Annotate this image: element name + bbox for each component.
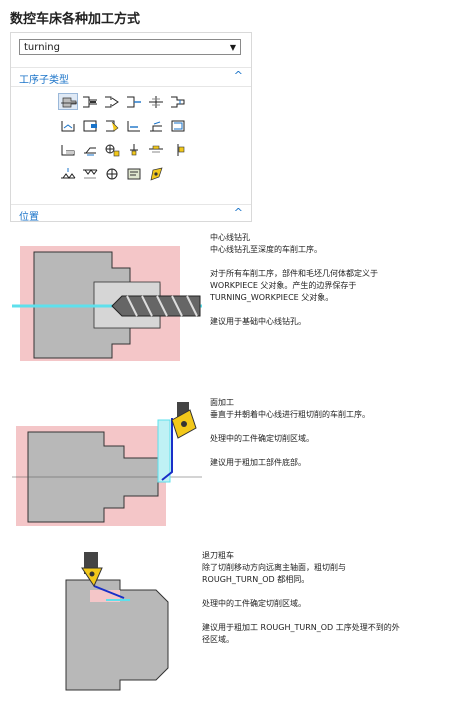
entry-body: 中心线钻孔至深度的车削工序。 对于所有车削工序，部件和毛坯几何体都定义于 WORK… xyxy=(210,244,450,328)
entry-line: 垂直于并朝着中心线进行粗切削的车削工序。 xyxy=(210,410,370,419)
entry-line: 除了切削移动方向远离主轴面，粗切削与 xyxy=(202,563,346,572)
chevron-up-icon[interactable]: ^ xyxy=(233,206,243,219)
entry-line xyxy=(210,445,450,457)
operation-panel: turning ▼ 工序子类型 ^ 位置 ^ xyxy=(10,32,252,223)
rough-back-turn-icon[interactable] xyxy=(102,117,122,134)
subtype-dropdown-value: turning xyxy=(24,42,60,53)
finish-turn-od-icon[interactable] xyxy=(168,117,188,134)
entry-line: 建议用于基础中心线钻孔。 xyxy=(210,317,306,326)
entry-line: ROUGH_TURN_OD 都相同。 xyxy=(202,575,310,584)
centerline-drill-illustration xyxy=(12,246,202,361)
facing-illustration xyxy=(12,402,202,526)
finish-bore-id-icon[interactable] xyxy=(58,141,78,158)
entry-line xyxy=(202,610,450,622)
entry-line: 处理中的工件确定切削区域。 xyxy=(202,599,306,608)
entry-line: TURNING_WORKPIECE 父对象。 xyxy=(210,293,334,302)
thread-id-icon[interactable] xyxy=(80,165,100,182)
entry-centerline-drill: 中心线钻孔 中心线钻孔至深度的车削工序。 对于所有车削工序，部件和毛坯几何体都定… xyxy=(210,232,450,328)
teach-mode-icon[interactable] xyxy=(102,141,122,158)
centerline-spot-drill-icon[interactable] xyxy=(58,93,78,110)
centerline-ream-icon[interactable] xyxy=(146,93,166,110)
insert-screw xyxy=(89,571,95,577)
entry-body: 除了切削移动方向远离主轴面，粗切削与 ROUGH_TURN_OD 都相同。 处理中… xyxy=(202,562,450,646)
entry-heading: 退刀粗车 xyxy=(202,551,234,560)
thread-od-icon[interactable] xyxy=(58,165,78,182)
lathe-control-icon[interactable] xyxy=(124,165,144,182)
back-rough-turn-illustration xyxy=(65,552,169,691)
section-label-location: 位置 xyxy=(19,212,39,223)
entry-face: 面加工 垂直于并朝着中心线进行粗切削的车削工序。 处理中的工件确定切削区域。 建… xyxy=(210,397,450,469)
entry-line xyxy=(210,304,450,316)
centerline-break-chip-icon[interactable] xyxy=(124,93,144,110)
entry-heading: 中心线钻孔 xyxy=(210,233,250,242)
subtype-dropdown[interactable]: turning ▼ xyxy=(19,39,241,55)
entry-heading: 面加工 xyxy=(210,398,234,407)
entry-line: 建议用于粗加工 ROUGH_TURN_OD 工序处理不到的外 xyxy=(202,623,400,632)
rough-turn-od-icon[interactable] xyxy=(80,117,100,134)
entry-line xyxy=(210,256,450,268)
entry-line: 处理中的工件确定切削区域。 xyxy=(210,434,314,443)
insert-screw xyxy=(181,421,187,427)
lathe-user-icon[interactable] xyxy=(146,165,166,182)
page-title: 数控车床各种加工方式 xyxy=(10,12,141,27)
centerline-tap-icon[interactable] xyxy=(168,93,188,110)
groove-face-icon[interactable] xyxy=(168,141,188,158)
face-icon[interactable] xyxy=(58,117,78,134)
groove-od-icon[interactable] xyxy=(124,141,144,158)
rough-back-bore-icon[interactable] xyxy=(146,117,166,134)
finish-back-bore-icon[interactable] xyxy=(80,141,100,158)
entry-line: WORKPIECE 父对象。产生的边界保存于 xyxy=(210,281,357,290)
section-label-subtype: 工序子类型 xyxy=(19,75,69,86)
entry-line: 对于所有车削工序，部件和毛坯几何体都定义于 xyxy=(210,269,378,278)
groove-id-icon[interactable] xyxy=(146,141,166,158)
entry-line: 中心线钻孔至深度的车削工序。 xyxy=(210,245,322,254)
entry-body: 垂直于并朝着中心线进行粗切削的车削工序。 处理中的工件确定切削区域。 建议用于粗… xyxy=(210,409,450,469)
cutting-insert xyxy=(81,567,103,588)
rough-bore-id-icon[interactable] xyxy=(124,117,144,134)
centerline-peck-drill-icon[interactable] xyxy=(102,93,122,110)
section-header-subtype[interactable]: 工序子类型 ^ xyxy=(11,67,251,87)
section-header-location[interactable]: 位置 ^ xyxy=(11,204,251,223)
cut-region xyxy=(157,419,171,483)
part-off-icon[interactable] xyxy=(102,165,122,182)
chevron-up-icon[interactable]: ^ xyxy=(233,69,243,82)
entry-back-rough-turn: 退刀粗车 除了切削移动方向远离主轴面，粗切削与 ROUGH_TURN_OD 都相同… xyxy=(202,550,450,646)
tool-path xyxy=(93,585,125,599)
drill-flutes xyxy=(126,295,198,317)
dropdown-arrow-icon: ▼ xyxy=(229,43,236,52)
workpiece-part xyxy=(65,579,169,691)
centerline-drill-icon[interactable] xyxy=(80,93,100,110)
entry-line xyxy=(210,421,450,433)
tool-path xyxy=(161,418,173,481)
entry-line: 建议用于粗加工部件底部。 xyxy=(210,458,306,467)
entry-line xyxy=(202,586,450,598)
drill-bit xyxy=(111,295,201,317)
entry-line: 径区域。 xyxy=(202,635,234,644)
